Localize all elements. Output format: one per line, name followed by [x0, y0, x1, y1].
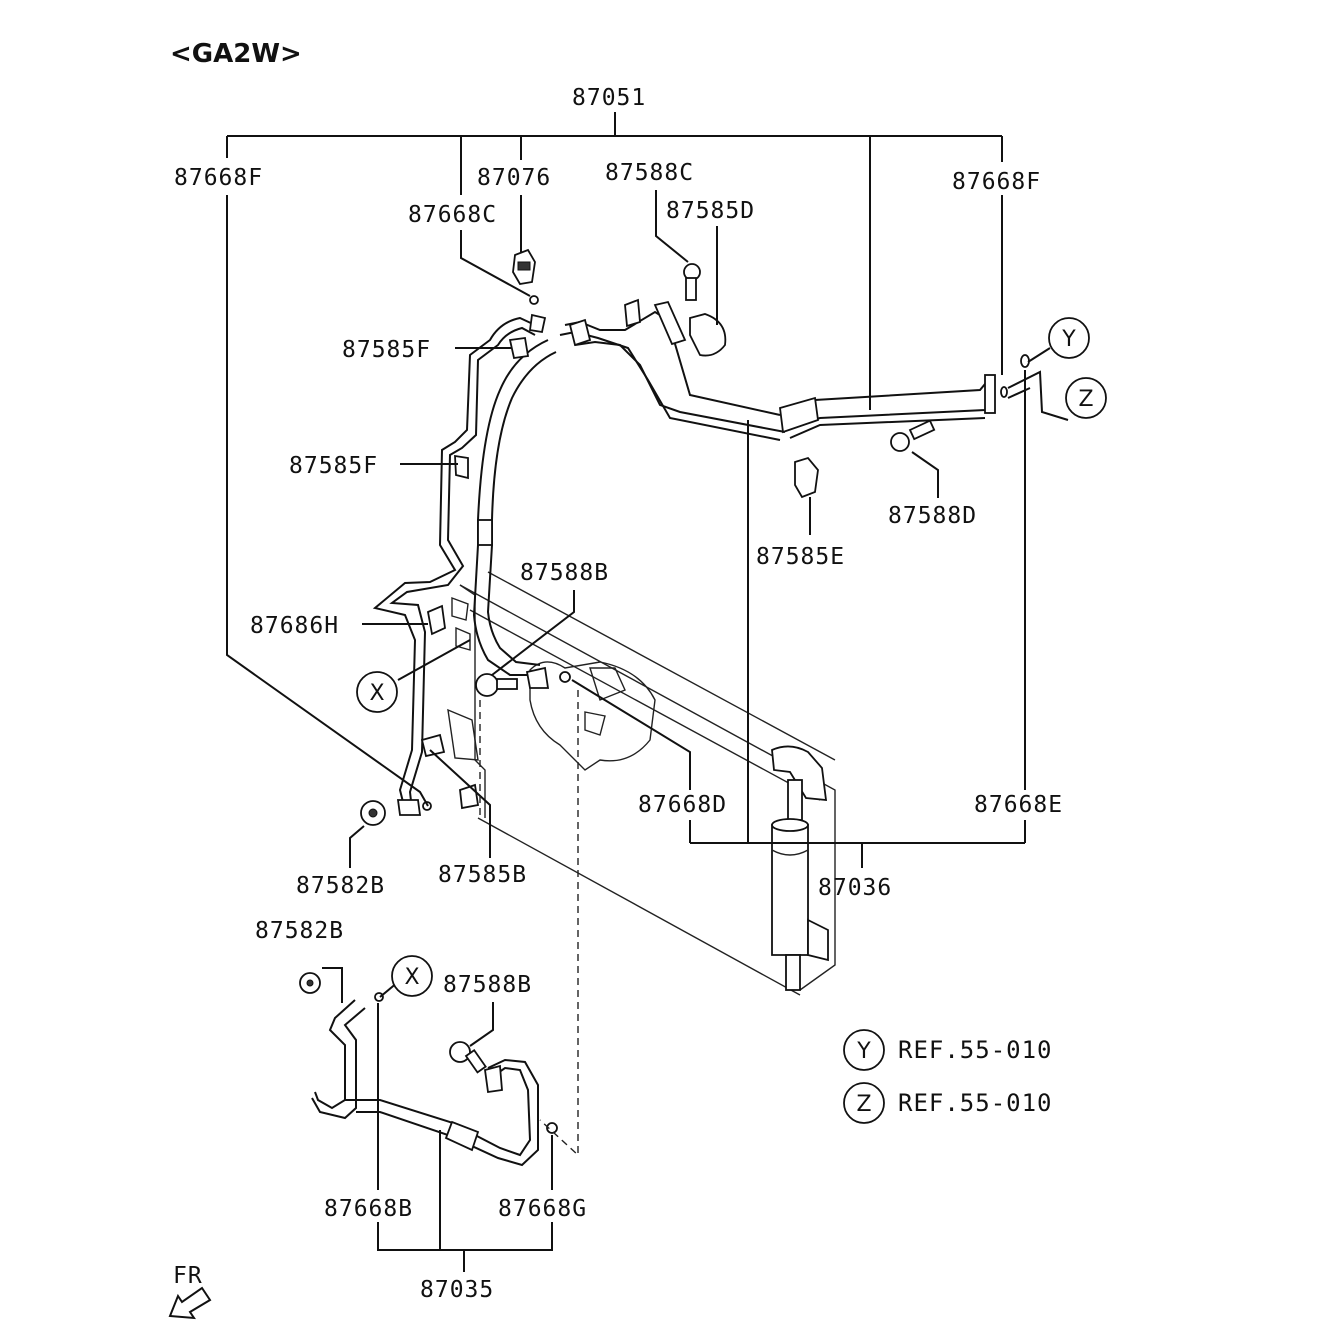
- label-87686H: 87686H: [250, 613, 339, 639]
- label-87588B-bot: 87588B: [443, 972, 532, 998]
- suction-pipe-left: [372, 316, 536, 816]
- svg-text:Y: Y: [856, 1039, 871, 1064]
- label-87036: 87036: [818, 875, 892, 901]
- label-87668E: 87668E: [974, 792, 1063, 818]
- label-87668B: 87668B: [324, 1196, 413, 1222]
- clip-87686H: [426, 604, 446, 636]
- label-87668G: 87668G: [498, 1196, 587, 1222]
- reference-z-text: REF.55-010: [898, 1089, 1053, 1117]
- reference-z: Z REF.55-010: [843, 1082, 1053, 1124]
- svg-text:Y: Y: [1061, 327, 1076, 352]
- bolt-87588D: [890, 419, 936, 452]
- label-87585D: 87585D: [666, 198, 755, 224]
- bolt-87588C: [683, 263, 701, 301]
- callout-x-bot: X: [391, 955, 433, 997]
- reference-y-text: REF.55-010: [898, 1036, 1053, 1064]
- label-87588C: 87588C: [605, 160, 694, 186]
- label-87582B-bot: 87582B: [255, 918, 344, 944]
- clamp-87585D: [689, 313, 727, 357]
- bolt-87588B-top: [475, 673, 518, 697]
- label-87585E: 87585E: [756, 544, 845, 570]
- label-87668F-left: 87668F: [174, 165, 263, 191]
- front-bracket: [528, 313, 592, 347]
- reference-y: Y REF.55-010: [843, 1029, 1053, 1071]
- diagram-title: <GA2W>: [170, 39, 302, 69]
- clip-87585B: [420, 733, 480, 810]
- callout-y-top: Y: [1048, 317, 1090, 359]
- front-direction: FR: [168, 1263, 212, 1320]
- label-87582B-top: 87582B: [296, 873, 385, 899]
- svg-text:X: X: [369, 681, 384, 706]
- bolt-87076: [512, 248, 536, 285]
- lower-pipe-assembly: [311, 999, 539, 1167]
- svg-text:Z: Z: [856, 1092, 871, 1117]
- label-87588B-top: 87588B: [520, 560, 609, 586]
- clip-87585F-top: [508, 336, 530, 360]
- label-87035: 87035: [420, 1277, 494, 1303]
- front-arrow-icon: [168, 1286, 212, 1320]
- clip-87585E: [794, 456, 819, 499]
- clip-87585F-mid: [454, 454, 469, 480]
- callout-x-top: X: [356, 671, 398, 713]
- receiver-drier: [771, 745, 829, 991]
- front-label: FR: [173, 1263, 203, 1289]
- dashed-guides: [479, 690, 579, 1157]
- label-87668F-right: 87668F: [952, 169, 1041, 195]
- label-87585F-mid: 87585F: [289, 453, 378, 479]
- label-87585F-top: 87585F: [342, 337, 431, 363]
- label-87668D: 87668D: [638, 792, 727, 818]
- liquid-pipe-top: [559, 298, 996, 441]
- svg-text:Z: Z: [1078, 387, 1093, 412]
- nut-87582B-bot: [299, 972, 321, 994]
- part-labels: 87051 87668F 87076 87588C 87585D 87668F …: [174, 85, 1063, 1303]
- condenser-outline: [447, 571, 836, 996]
- o-rings: [374, 295, 1030, 1134]
- nut-87582B-top: [360, 800, 386, 826]
- label-87588D: 87588D: [888, 503, 977, 529]
- label-87668C: 87668C: [408, 202, 497, 228]
- label-87585B: 87585B: [438, 862, 527, 888]
- callout-z-top: Z: [1065, 377, 1107, 419]
- label-87076: 87076: [477, 165, 551, 191]
- svg-text:X: X: [404, 965, 419, 990]
- bolt-87588B-bot: [449, 1041, 487, 1074]
- leader-lines: [226, 112, 1069, 1272]
- label-87051: 87051: [572, 85, 646, 111]
